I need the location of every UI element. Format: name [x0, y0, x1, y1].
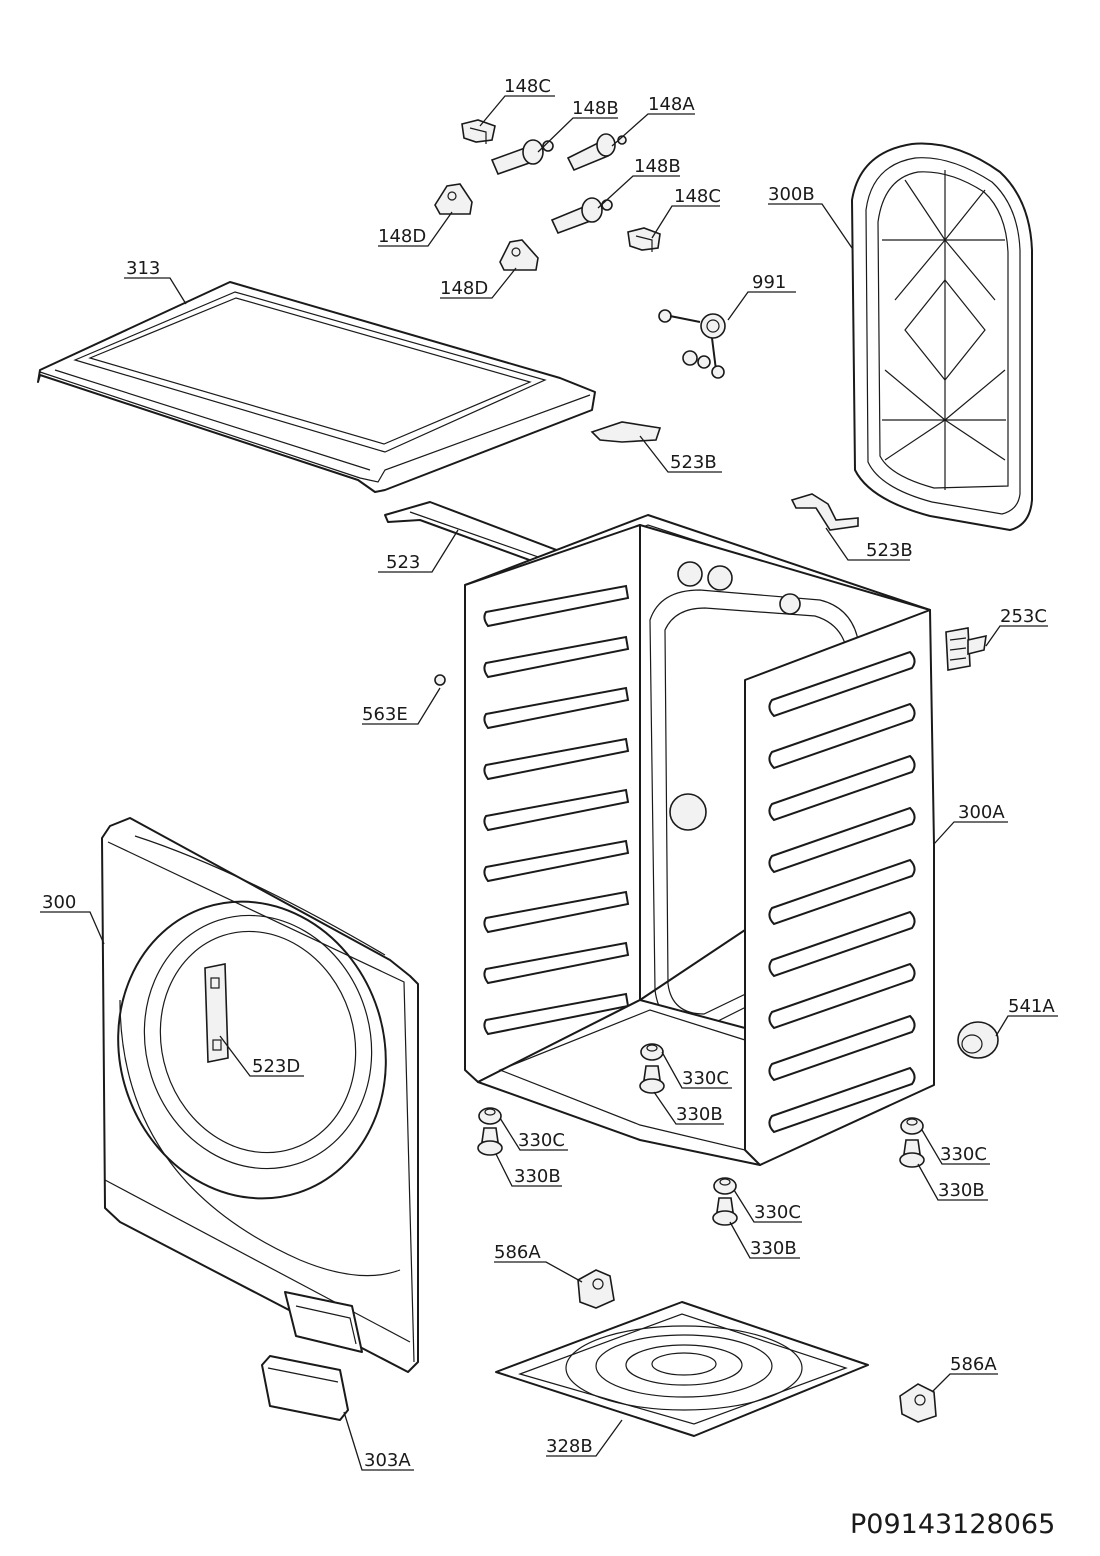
part-300-front-panel [101, 817, 419, 1373]
right-side-slots [768, 650, 916, 1134]
part-330C-nut-right [900, 1117, 924, 1135]
label-148A: 148A [648, 94, 695, 115]
part-330B-foot-bottom [712, 1197, 738, 1226]
label-330B-right: 330B [938, 1180, 985, 1201]
label-300B: 300B [768, 184, 815, 205]
part-labels: 148C 148B 148A 148B 148C 148D 148D 300B … [42, 76, 1055, 1540]
label-330C-left: 330C [518, 1130, 565, 1151]
label-523B-top: 523B [670, 452, 717, 473]
label-330B-bottom: 330B [750, 1238, 797, 1259]
left-side-slots [483, 584, 630, 1036]
part-991-cable-grommet [658, 309, 726, 379]
part-330C-nut-bottom [713, 1177, 737, 1195]
label-148B-mid: 148B [634, 156, 681, 177]
part-148C-top-clip [461, 119, 496, 144]
part-253C-connector [945, 627, 987, 671]
label-991: 991 [752, 272, 786, 293]
label-330B-left: 330B [514, 1166, 561, 1187]
part-523B-right-bracket [790, 493, 859, 531]
part-330B-foot-left [477, 1127, 503, 1156]
part-300A-cabinet [464, 514, 935, 1166]
label-313: 313 [126, 258, 160, 279]
label-523D: 523D [252, 1056, 300, 1077]
part-330C-nut-mid [640, 1043, 664, 1061]
label-330C-bottom: 330C [754, 1202, 801, 1223]
label-330C-mid: 330C [682, 1068, 729, 1089]
label-563E: 563E [362, 704, 408, 725]
part-148B-top-valve [490, 139, 554, 176]
label-586A-left: 586A [494, 1242, 541, 1263]
label-586A-right: 586A [950, 1354, 997, 1375]
label-253C: 253C [1000, 606, 1047, 627]
label-300: 300 [42, 892, 76, 913]
label-300A: 300A [958, 802, 1005, 823]
label-330C-right: 330C [940, 1144, 987, 1165]
label-330B-mid: 330B [676, 1104, 723, 1125]
part-148D-top-bracket [434, 183, 473, 215]
label-523B-right: 523B [866, 540, 913, 561]
part-328B-base-plate [495, 1301, 869, 1437]
part-313-top-lid [37, 281, 596, 493]
part-563E-screw [434, 674, 446, 686]
label-148C-mid: 148C [674, 186, 721, 207]
leader-lines [40, 95, 1058, 1471]
part-330B-foot-right [899, 1139, 925, 1168]
part-330C-nut-left [478, 1107, 502, 1125]
label-148C-top: 148C [504, 76, 551, 97]
part-300B-back-panel [851, 142, 1033, 531]
feet-330 [477, 1043, 925, 1226]
back-panel-ribs [882, 170, 1006, 490]
label-148B-top: 148B [572, 98, 619, 119]
part-303A-drawer-front [261, 1355, 349, 1421]
label-148D-top: 148D [378, 226, 426, 247]
label-523: 523 [386, 552, 420, 573]
part-523B-top-bracket [590, 421, 662, 443]
label-328B: 328B [546, 1436, 593, 1457]
label-148D-bottom: 148D [440, 278, 488, 299]
part-330B-foot-mid [639, 1065, 665, 1094]
document-code: P09143128065 [850, 1509, 1055, 1540]
part-586A-bracket-left [577, 1269, 615, 1309]
label-541A: 541A [1008, 996, 1055, 1017]
part-148B-mid-valve [550, 197, 613, 235]
part-148C-mid-clip [627, 227, 661, 252]
label-303A: 303A [364, 1450, 411, 1471]
part-148A-valve [566, 133, 627, 172]
part-148D-bottom-bracket [499, 239, 539, 271]
part-541A-bushing [957, 1021, 999, 1059]
part-586A-bracket-right [899, 1383, 937, 1423]
